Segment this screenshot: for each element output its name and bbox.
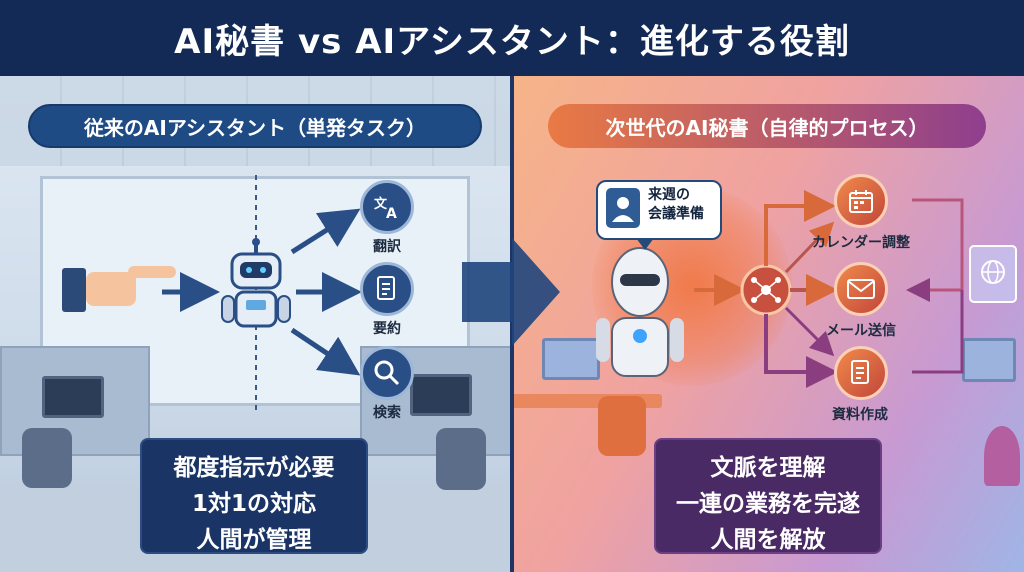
arrow-to-translate bbox=[290, 208, 361, 255]
left-summary-line-1: 都度指示が必要 bbox=[173, 455, 335, 481]
task-label-translate: 翻訳 bbox=[373, 239, 401, 255]
page-title: AI秘書 vs AIアシスタント：進化する役割 bbox=[174, 21, 850, 62]
left-summary-line-2: 1対1の対応 bbox=[191, 491, 316, 517]
task-label-search: 検索 bbox=[373, 405, 401, 421]
globe-icon bbox=[969, 245, 1017, 303]
loop-arrow-upper bbox=[906, 198, 964, 302]
loop-arrow-lower bbox=[912, 290, 964, 374]
speech-bubble-text: 来週の 会議準備 bbox=[648, 186, 704, 224]
right-summary-line-2: 一連の業務を完遂 bbox=[676, 491, 860, 517]
document-icon bbox=[834, 346, 888, 400]
arrow-hub-diagonal-up bbox=[784, 221, 835, 274]
arrow-hub-to-calendar bbox=[764, 190, 836, 266]
right-summary-box: 文脈を理解 一連の業務を完遂 人間を解放 bbox=[654, 438, 882, 554]
arrow-to-search bbox=[290, 327, 361, 376]
office-chair-left bbox=[22, 428, 72, 488]
pointing-hand-icon bbox=[62, 266, 176, 312]
calendar-icon bbox=[834, 174, 888, 228]
right-summary-line-1: 文脈を理解 bbox=[710, 455, 826, 481]
envelope-icon bbox=[834, 262, 888, 316]
transition-arrow bbox=[462, 238, 560, 346]
user-icon bbox=[606, 188, 640, 228]
plant bbox=[984, 426, 1020, 486]
bubble-line-1: 来週の bbox=[648, 187, 690, 203]
title-bar: AI秘書 vs AIアシスタント：進化する役割 bbox=[0, 0, 1024, 76]
left-robot-icon bbox=[221, 238, 291, 328]
hub-network-icon bbox=[740, 264, 792, 316]
svg-text:文: 文 bbox=[374, 196, 388, 212]
right-summary-line-3: 人間を解放 bbox=[710, 527, 826, 553]
monitor-right bbox=[410, 374, 472, 416]
task-label-calendar: カレンダー調整 bbox=[812, 235, 910, 251]
task-label-mail: メール送信 bbox=[826, 323, 896, 339]
task-label-docs: 資料作成 bbox=[832, 407, 888, 423]
office-chair-orange bbox=[598, 396, 646, 456]
arrow-hub-diagonal-down bbox=[784, 306, 835, 357]
magnifier-icon bbox=[360, 346, 414, 400]
right-heading: 次世代のAI秘書（自律的プロセス） bbox=[548, 104, 986, 148]
left-summary-line-3: 人間が管理 bbox=[196, 527, 312, 553]
right-robot-icon bbox=[596, 247, 684, 377]
bubble-line-2: 会議準備 bbox=[648, 206, 704, 222]
office-chair-right bbox=[436, 428, 486, 490]
document-icon bbox=[360, 262, 414, 316]
speech-bubble-tail bbox=[636, 238, 654, 250]
left-summary-box: 都度指示が必要 1対1の対応 人間が管理 bbox=[140, 438, 368, 554]
left-heading: 従来のAIアシスタント（単発タスク） bbox=[28, 104, 482, 148]
monitor-right-office bbox=[542, 338, 600, 380]
svg-text:A: A bbox=[386, 206, 397, 220]
monitor-left bbox=[42, 376, 104, 418]
task-label-summary: 要約 bbox=[373, 321, 401, 337]
arrow-hub-to-docs bbox=[764, 314, 838, 388]
